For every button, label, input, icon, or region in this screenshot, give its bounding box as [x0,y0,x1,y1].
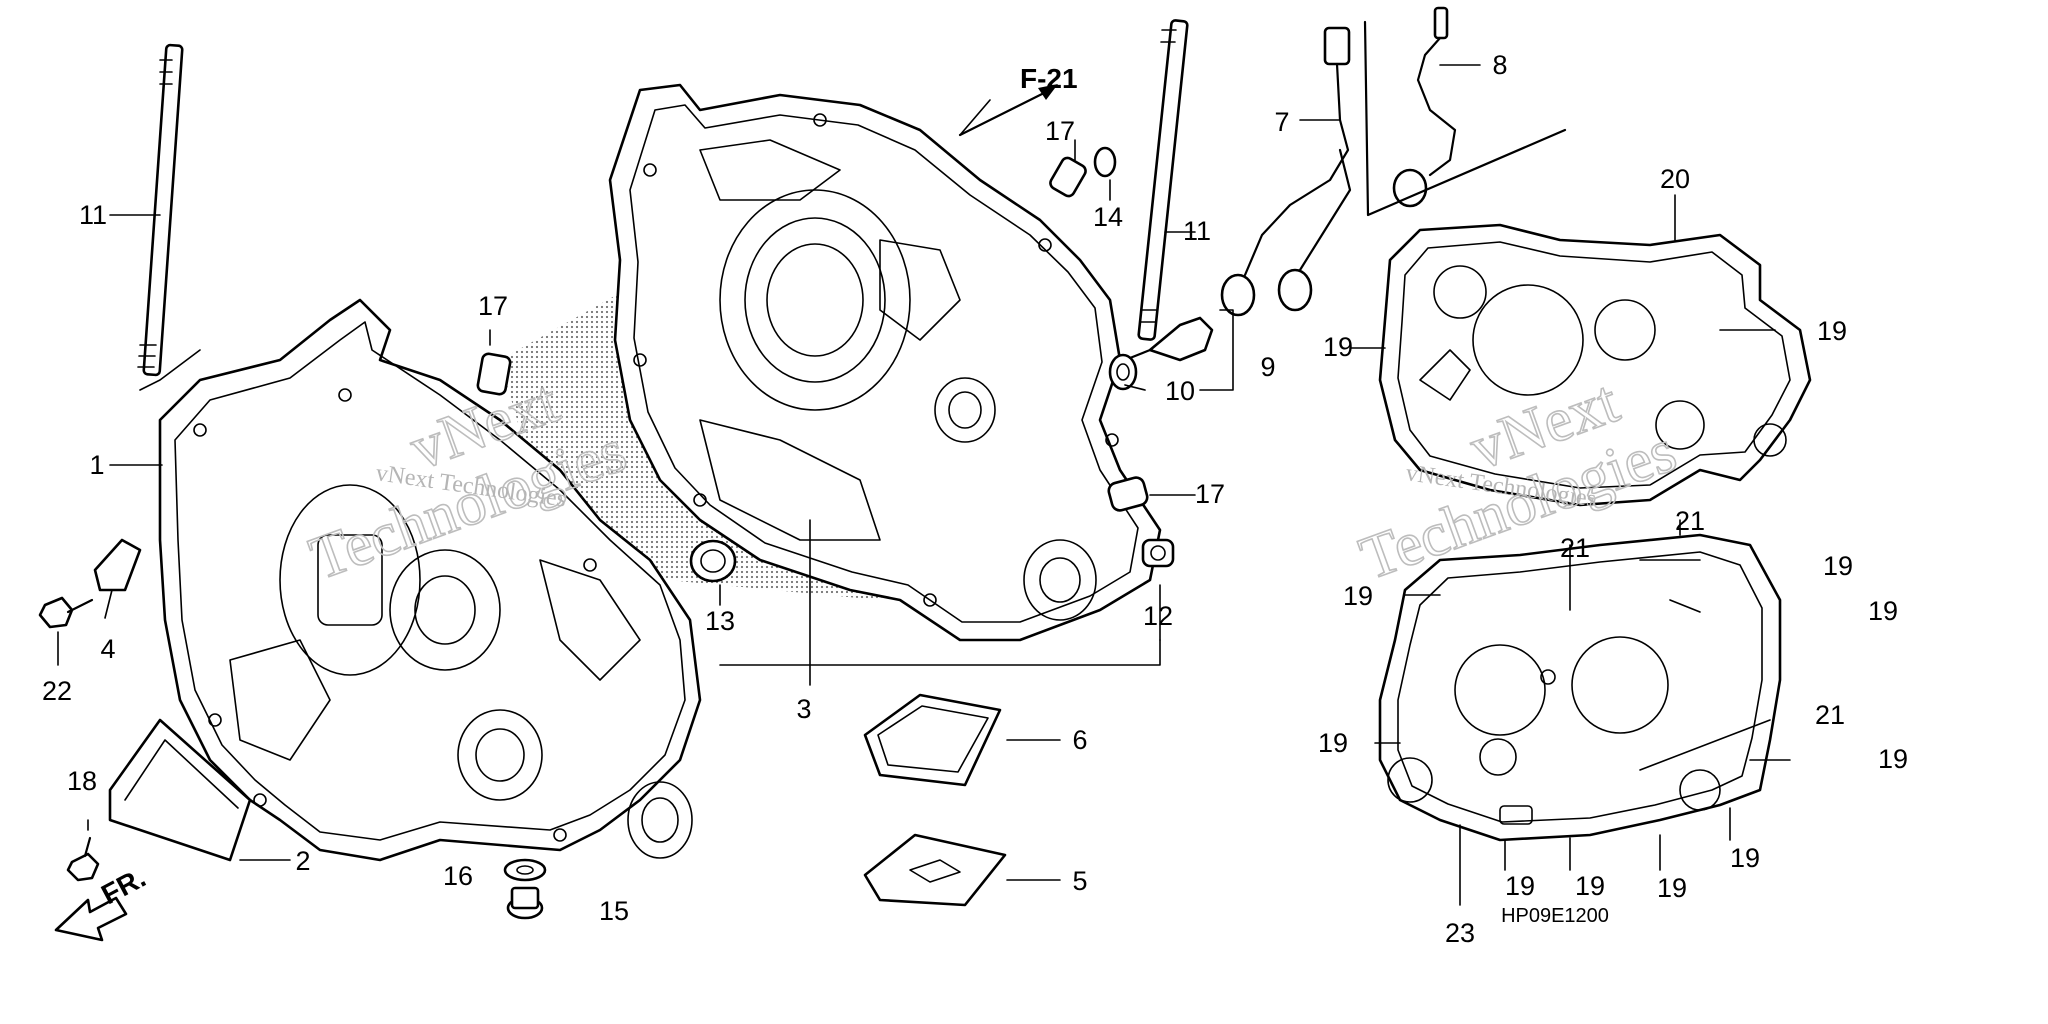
callout-5: 5 [1072,866,1087,896]
bolt-18 [66,836,100,882]
callouts: 11 11 1 17 17 17 14 4 22 18 2 3 13 12 9 … [42,50,1908,948]
temperature-switch-9 [1128,316,1214,362]
callout-15: 15 [599,896,629,926]
callout-11-right: 11 [1183,216,1211,246]
hose-boundary-line [1363,20,1567,217]
stud-bolt-left [137,43,184,377]
oil-seal-13 [689,539,737,583]
reference-label: F-21 [1020,63,1078,94]
callout-23: 23 [1445,918,1475,948]
callout-4: 4 [100,634,115,664]
callout-18: 18 [67,766,97,796]
callout-7: 7 [1274,107,1289,137]
callout-2: 2 [295,846,310,876]
callout-19: 19 [1323,332,1353,362]
guard-plate-2 [108,718,252,862]
callout-19: 19 [1505,871,1535,901]
washer-16 [503,858,547,882]
oil-strainer-6 [863,693,1002,787]
callout-8: 8 [1492,50,1507,80]
callout-21: 21 [1675,506,1705,536]
callout-19: 19 [1878,744,1908,774]
dowel-pin-12 [1141,538,1175,568]
o-ring-14 [1093,146,1117,178]
callout-11-left: 11 [79,200,107,230]
callout-21: 21 [1815,700,1845,730]
stud-bolt-right [1137,19,1189,341]
callout-19: 19 [1575,871,1605,901]
callout-1: 1 [89,450,104,480]
callout-19: 19 [1343,581,1373,611]
callout-19: 19 [1823,551,1853,581]
callout-19: 19 [1817,316,1847,346]
gasket-20 [1378,223,1812,507]
diagram-code: HP09E1200 [1501,905,1609,927]
washer-10 [1108,353,1138,391]
sensor-harness-7 [1220,26,1352,317]
callout-3: 3 [796,694,811,724]
dowel-pin-17b [1049,156,1087,198]
reference-f21: F-21 [958,63,1078,137]
callout-17-top: 17 [1045,116,1075,146]
callout-19: 19 [1657,873,1687,903]
hose-8 [1392,6,1457,208]
callout-12: 12 [1143,601,1173,631]
dowel-pin-17c [1107,476,1149,512]
bracket-4 [93,538,142,592]
callout-22: 22 [42,676,72,706]
callout-16: 16 [443,861,473,891]
gasket-lower-right [1378,533,1782,842]
strainer-cover-5 [863,833,1007,907]
left-crankcase [158,298,702,862]
callout-17-right: 17 [1195,479,1225,509]
callout-19: 19 [1730,843,1760,873]
callout-21: 21 [1560,533,1590,563]
callout-9: 9 [1260,352,1275,382]
callout-14: 14 [1093,202,1123,232]
callout-19: 19 [1318,728,1348,758]
drain-bolt-15 [506,886,544,920]
callout-6: 6 [1072,725,1087,755]
callout-10: 10 [1165,376,1195,406]
bolt-22 [38,596,94,629]
leader-lines [57,64,1791,906]
callout-20: 20 [1660,164,1690,194]
callout-17-left: 17 [478,291,508,321]
callout-13: 13 [705,606,735,636]
callout-19: 19 [1868,596,1898,626]
dowel-pin-17a [476,352,512,396]
